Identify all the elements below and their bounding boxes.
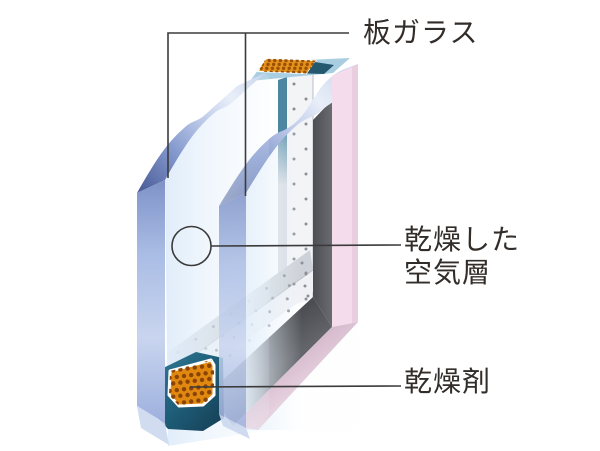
spacer-top-teal-wedge	[307, 62, 334, 74]
back-pane-face	[332, 64, 358, 327]
back-pane-right-shade	[352, 64, 358, 323]
rear-glass-edge-strip	[219, 193, 246, 428]
front-glass-cut-band	[137, 73, 265, 193]
leader-lines	[167, 32, 402, 388]
front-glass-edge	[137, 73, 265, 445]
label-desiccant: 乾燥剤	[404, 366, 492, 397]
leader-desiccant	[189, 385, 402, 388]
sealant-block	[157, 352, 224, 431]
front-glass-edge-strip	[137, 180, 165, 423]
rear-glass-bottom-wedge	[219, 414, 250, 439]
label-dry-air-line1: 乾燥した	[404, 224, 521, 255]
rear-glass-edge	[219, 193, 250, 439]
label-plate-glass: 板ガラス	[363, 17, 479, 48]
leader-air-layer	[210, 244, 402, 247]
front-glass-bottom-wedge	[137, 406, 169, 445]
label-dry-air-line2: 空気層	[404, 257, 492, 288]
leader-glass-left	[167, 32, 349, 178]
label-dry-air-layer: 乾燥した 空気層	[404, 223, 520, 289]
